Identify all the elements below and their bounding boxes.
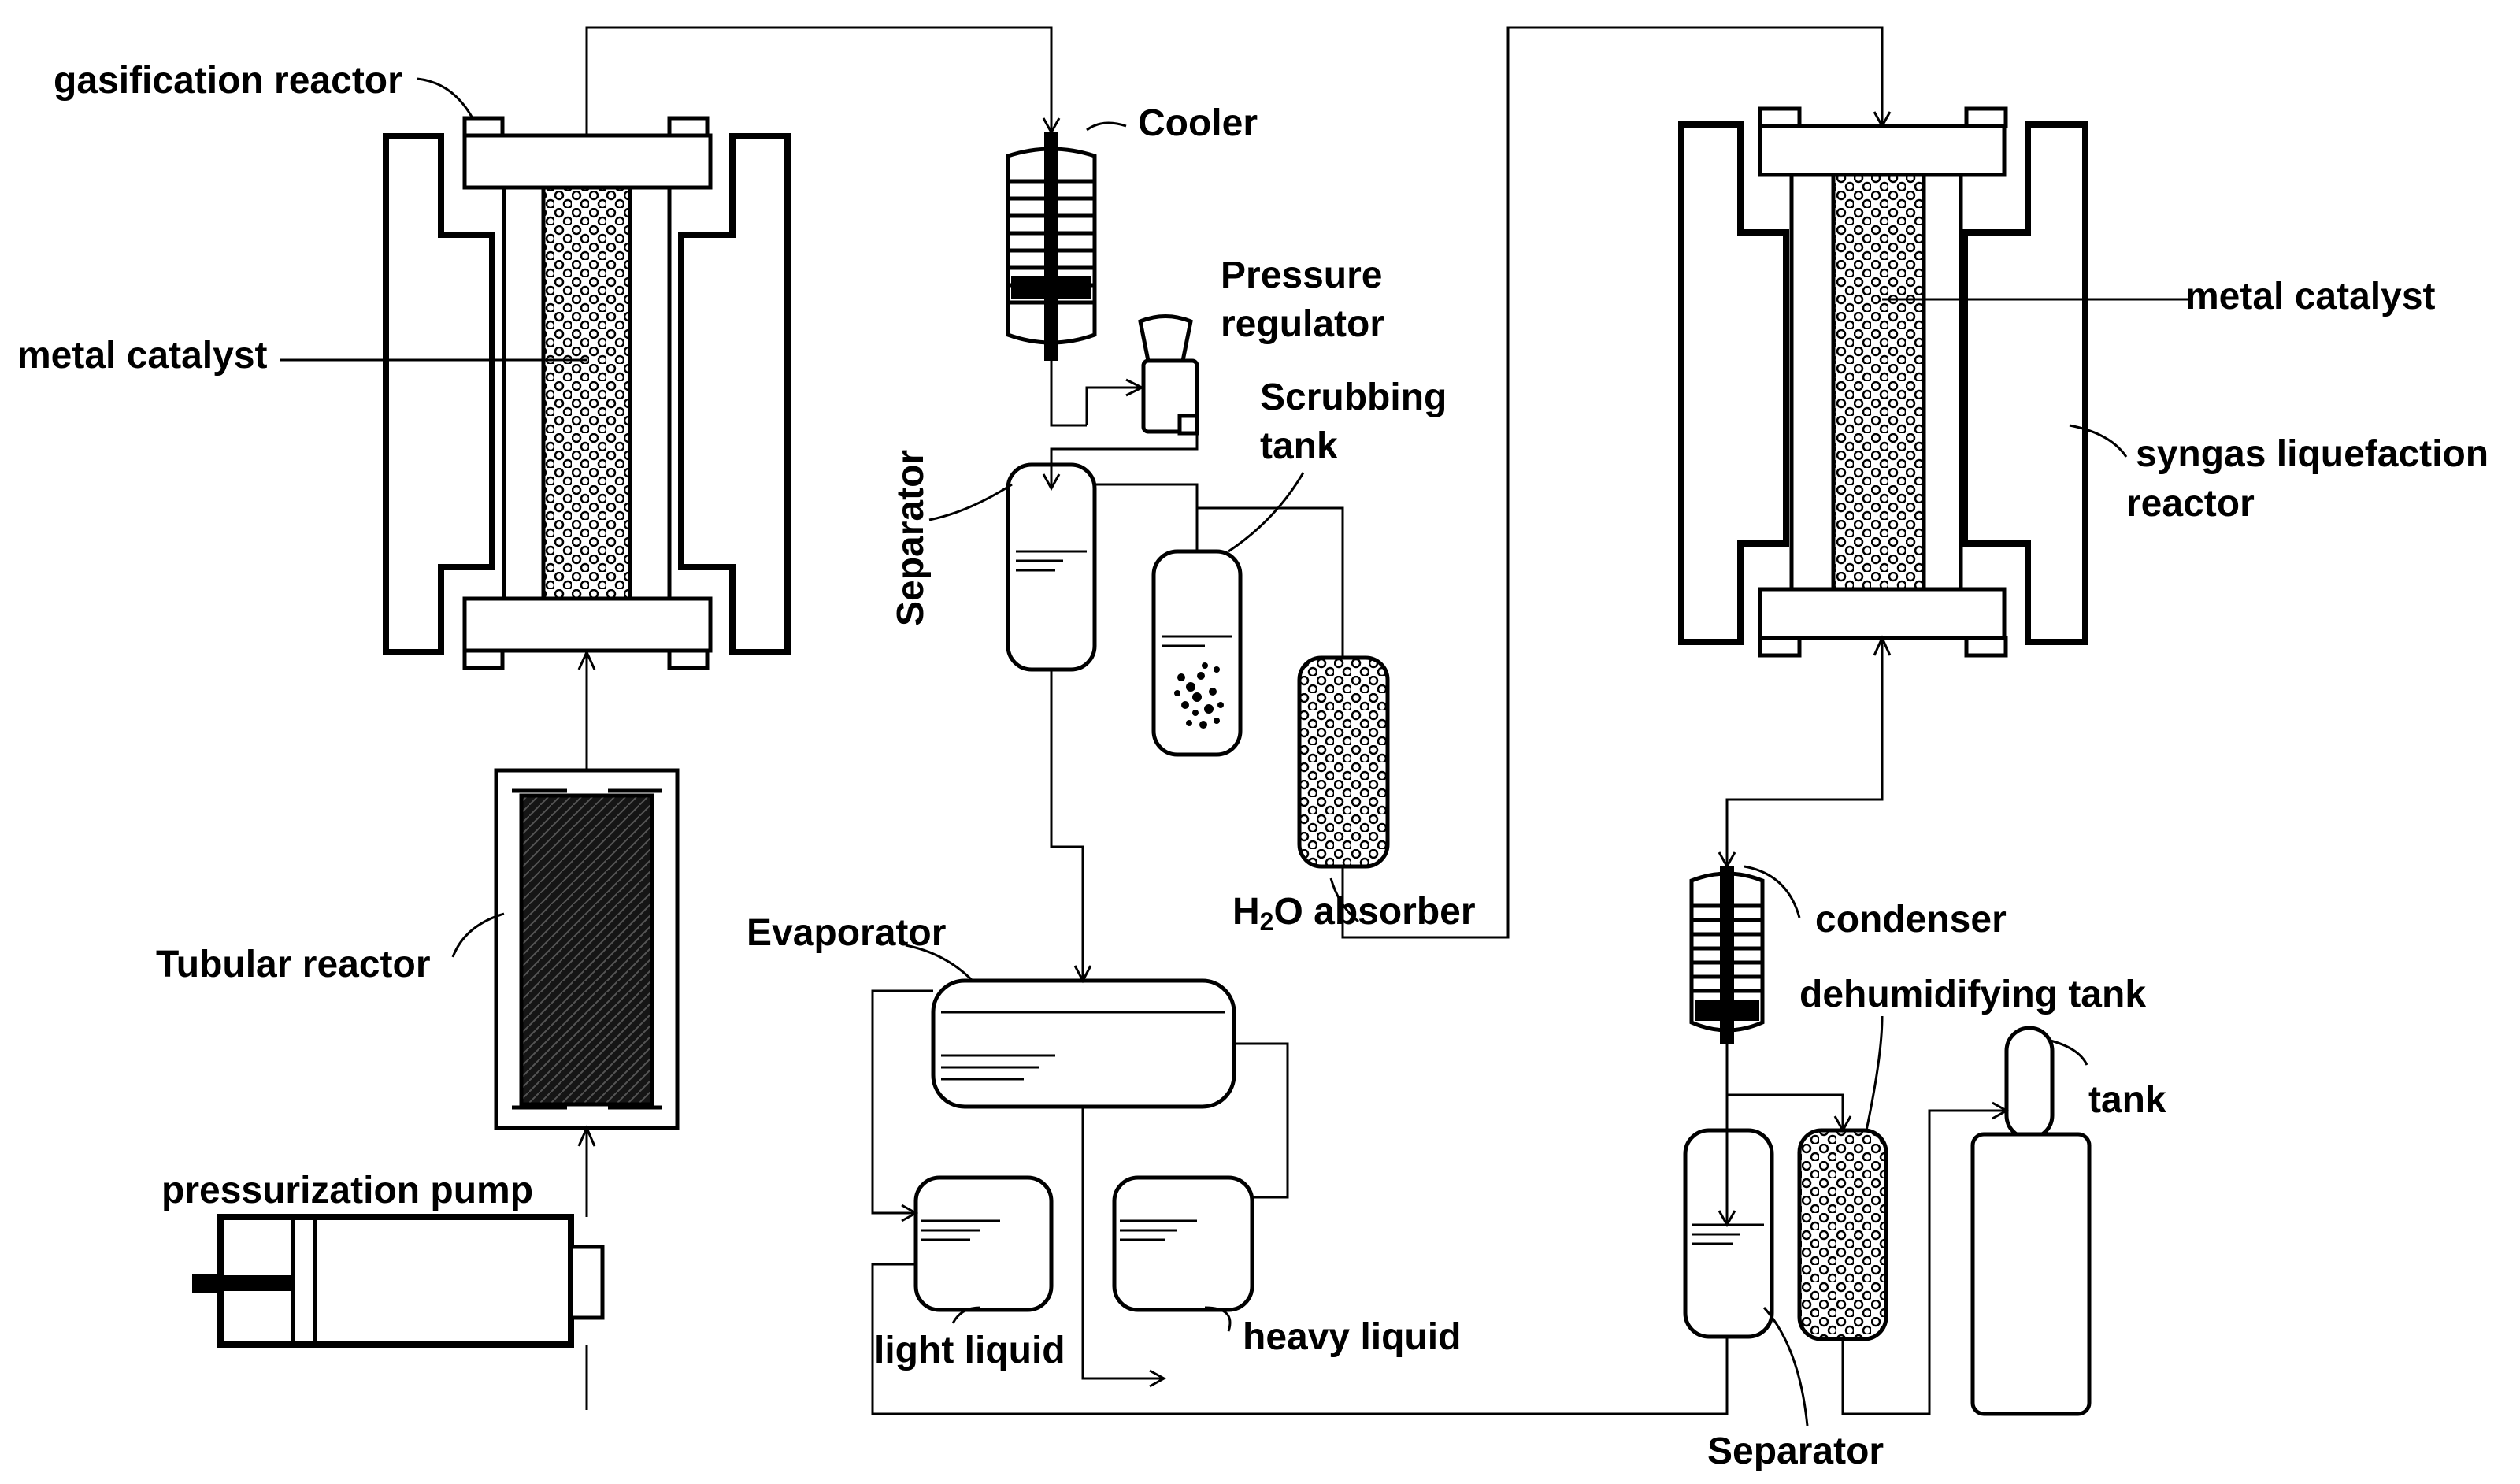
gasification-reactor-label: gasification reactor: [54, 60, 402, 102]
pressurization-pump: [192, 1214, 605, 1348]
piping: [577, 26, 2010, 1415]
separator-bottom-label: Separator: [1707, 1430, 1884, 1472]
tubular-reactor-label: Tubular reactor: [156, 944, 431, 985]
pressure-regulator: [1138, 314, 1199, 436]
cooler: [1006, 132, 1097, 361]
tank-label: tank: [2088, 1079, 2166, 1121]
heavy-liquid-tank: [1112, 1175, 1254, 1312]
syngas-liquefaction-reactor: [1678, 106, 2088, 658]
gasification-reactor: [383, 116, 791, 670]
scrubbing-tank-label-1: Scrubbing: [1260, 377, 1447, 418]
pressure-regulator-label-2: regulator: [1221, 303, 1384, 345]
pressure-regulator-label-1: Pressure: [1221, 254, 1382, 296]
h2o-absorber-label: H2O absorber: [1232, 891, 1476, 936]
labels: gasification reactor metal catalyst Tubu…: [17, 60, 2488, 1472]
dehumidifying-tank: [1797, 1128, 1888, 1341]
tubular-reactor: [494, 768, 680, 1130]
condenser-label: condenser: [1815, 899, 2007, 940]
heavy-liquid-label: heavy liquid: [1243, 1316, 1461, 1358]
condenser: [1689, 866, 1765, 1044]
dehumidifying-tank-label: dehumidifying tank: [1799, 974, 2146, 1015]
syngas-reactor-label-2: reactor: [2126, 483, 2255, 525]
metal-catalyst-left-label: metal catalyst: [17, 335, 268, 377]
separator-right: [1683, 1128, 1774, 1339]
cooler-label: Cooler: [1138, 102, 1258, 144]
scrubbing-tank: [1151, 549, 1243, 757]
scrubbing-tank-label-2: tank: [1260, 425, 1338, 467]
pressurization-pump-label: pressurization pump: [161, 1170, 533, 1211]
metal-catalyst-right-label: metal catalyst: [2185, 276, 2436, 317]
h2o-absorber: [1297, 655, 1390, 869]
separator-left: [1006, 462, 1097, 672]
storage-tank: [1970, 1026, 2092, 1416]
leader-lines: [280, 77, 2189, 1426]
evaporator: [931, 978, 1236, 1109]
separator-vertical-label: Separator: [890, 450, 932, 626]
light-liquid-label: light liquid: [874, 1330, 1065, 1371]
evaporator-label: Evaporator: [747, 912, 946, 954]
light-liquid-tank: [914, 1175, 1054, 1312]
syngas-reactor-label-1: syngas liquefaction: [2136, 433, 2488, 475]
